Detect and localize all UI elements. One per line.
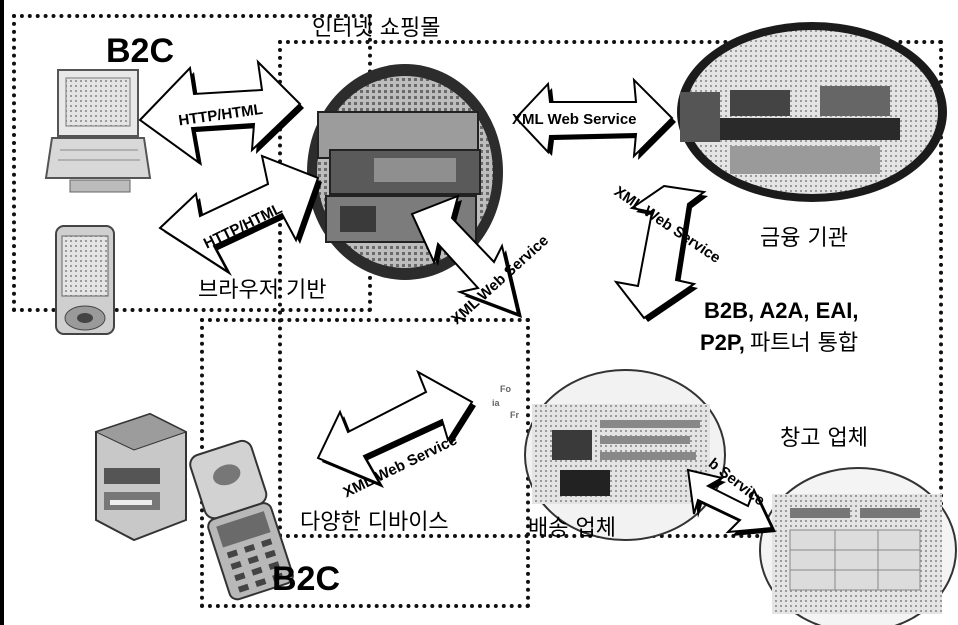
laptop-icon (46, 70, 150, 192)
svg-text:Fo: Fo (500, 384, 511, 394)
partner-integration-text: 파트너 통합 (750, 331, 858, 356)
pda-icon (56, 226, 114, 334)
b2c-top-label: B2C (106, 34, 174, 68)
bank-website-screenshot (677, 22, 947, 202)
printer-icon (96, 414, 186, 540)
partner-integration-line2: P2P, 파트너 통합 (700, 332, 858, 355)
financial-institution-label: 금융 기관 (760, 228, 848, 250)
partner-integration-line1: B2B, A2A, EAI, (704, 300, 858, 322)
warehouse-website-screenshot (760, 468, 956, 625)
various-devices-label: 다양한 디바이스 (300, 512, 449, 534)
internet-shopping-mall-label: 인터넷 쇼핑몰 (312, 18, 440, 40)
svg-text:ia: ia (492, 398, 501, 408)
b2c-bottom-label: B2C (272, 562, 340, 596)
browser-based-label: 브라우저 기반 (198, 280, 326, 302)
delivery-company-label: 배송 업체 (528, 518, 616, 540)
ws-bank-label: XML Web Service (512, 111, 637, 128)
svg-text:Fr: Fr (510, 410, 519, 420)
warehouse-company-label: 창고 업체 (780, 428, 868, 450)
partner-p2p-text: P2P, (700, 330, 745, 355)
http-html-lower-arrow (160, 156, 322, 276)
